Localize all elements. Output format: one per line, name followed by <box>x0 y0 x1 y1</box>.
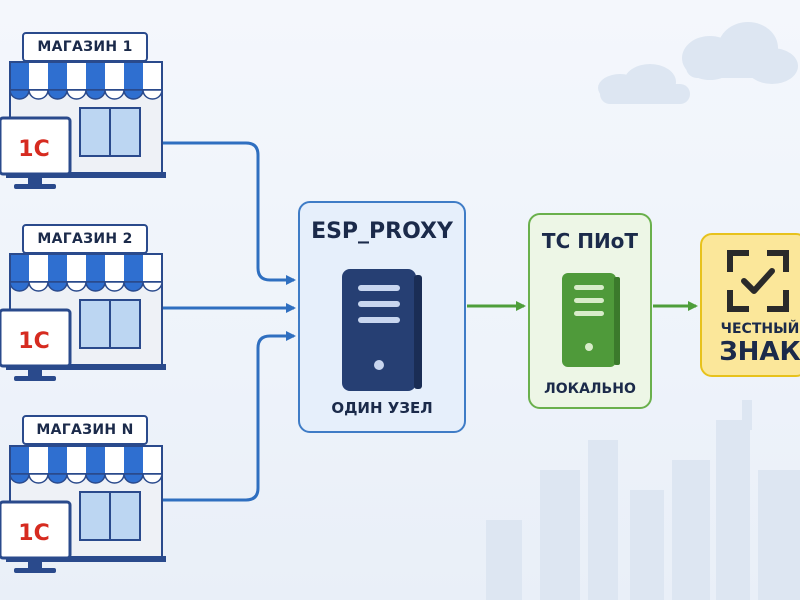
tc-title: ТС ПИоТ <box>541 229 639 253</box>
store-software-label: 1С <box>18 329 49 354</box>
store-2-label: МАГАЗИН 2 <box>22 224 148 254</box>
tc-piot-node: ТС ПИоТ ЛОКАЛЬНО <box>528 213 652 409</box>
store-software-label: 1С <box>18 137 49 162</box>
proxy-title: ESP_PROXY <box>311 219 453 244</box>
tc-caption: ЛОКАЛЬНО <box>544 381 636 397</box>
store-software-label: 1С <box>18 521 49 546</box>
proxy-caption: ОДИН УЗЕЛ <box>331 399 433 417</box>
server-icon <box>342 269 422 391</box>
connector-store1-proxy <box>160 141 296 285</box>
monitor-1c-icon: 1С <box>0 308 72 381</box>
monitor-1c-icon: 1С <box>0 116 72 189</box>
connector-storeN-proxy <box>160 331 296 502</box>
store-n-label: МАГАЗИН N <box>22 415 148 445</box>
cz-line2: ЗНАК <box>719 337 800 367</box>
store-1-label: МАГАЗИН 1 <box>22 32 148 62</box>
server-icon <box>562 273 620 367</box>
monitor-1c-icon: 1С <box>0 500 72 573</box>
esp-proxy-node: ESP_PROXY ОДИН УЗЕЛ <box>298 201 466 433</box>
cz-line1: ЧЕСТНЫЙ <box>720 321 800 337</box>
city-skyline-icon <box>486 400 800 600</box>
cloud-icon <box>598 22 798 104</box>
scan-check-icon <box>727 250 789 312</box>
chestny-znak-node: ЧЕСТНЫЙ ЗНАК <box>700 233 800 377</box>
